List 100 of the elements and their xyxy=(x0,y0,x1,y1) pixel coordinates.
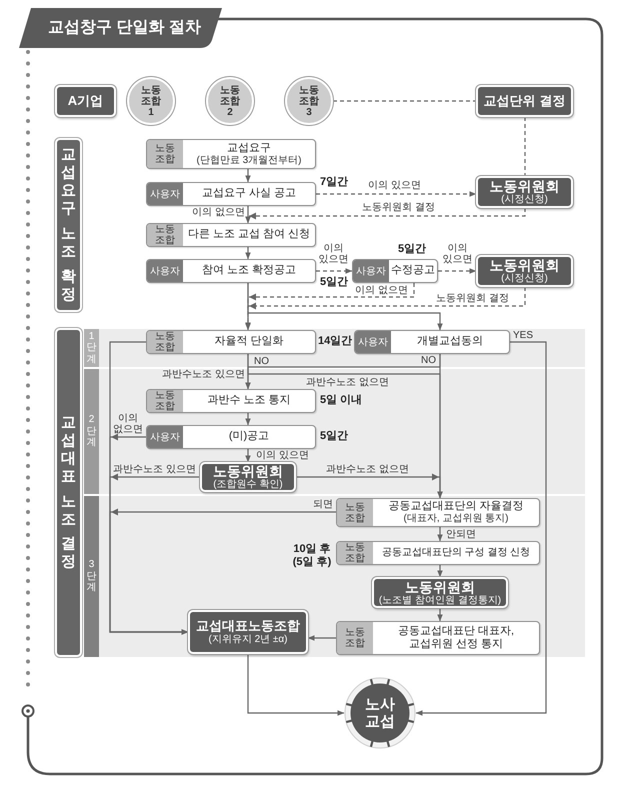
role-tag: 노동조합 xyxy=(337,542,373,564)
edge-label: 이의 없으면 xyxy=(355,285,408,296)
committee-note: (노조별 참여인원 결정통지) xyxy=(378,594,502,606)
edge-label: 노동위원회 결정 xyxy=(436,293,509,304)
stage-band xyxy=(84,329,585,367)
step-title: 자율적 단일화 xyxy=(214,335,284,349)
arrow xyxy=(245,247,251,260)
phase-bar: 교섭요구 노조 확정 xyxy=(55,138,82,312)
step-title: 개별교섭동의 xyxy=(417,335,483,349)
committee-note: (시정신청) xyxy=(501,273,548,285)
role-tag: 노동조합 xyxy=(147,390,183,412)
process-box xyxy=(336,541,540,565)
arrow xyxy=(247,654,344,716)
committee-box xyxy=(200,462,296,492)
duration-label: 5일간 xyxy=(320,276,348,289)
step-note: (단협만료 3개월전부터) xyxy=(196,154,302,166)
role-tag: 사용자 xyxy=(147,426,183,448)
arrow xyxy=(245,413,251,426)
committee-box xyxy=(188,610,308,654)
step-title: 공동교섭대표단의 구성 결정 신청 xyxy=(382,547,530,559)
union-circle: 노동조합 3 xyxy=(285,77,333,125)
decision-box: 교섭단위 결정 xyxy=(476,85,573,117)
arrow xyxy=(308,635,336,641)
edge-label: 안되면 xyxy=(446,529,476,540)
process-box xyxy=(336,621,540,655)
role-tag: 노동조합 xyxy=(337,622,373,654)
step-title: 공동교섭대표단의 자율결정 xyxy=(388,500,524,514)
role-tag: 노동조합 xyxy=(147,224,183,246)
process-box xyxy=(352,259,438,283)
duration-label: 10일 후 (5일 후) xyxy=(292,543,332,568)
arrow xyxy=(437,608,443,622)
edge-label: 과반수노조 없으면 xyxy=(306,377,389,388)
role-tag: 사용자 xyxy=(147,260,183,282)
committee-title: 교섭대표노동조합 xyxy=(196,618,300,634)
duration-label: 7일간 xyxy=(320,176,348,189)
committee-title: 노동위원회 xyxy=(490,178,560,194)
process-box xyxy=(146,425,316,449)
company-box: A기업 xyxy=(55,85,116,117)
committee-note: (지위유지 2년 ±α) xyxy=(208,634,288,646)
process-box xyxy=(146,182,316,206)
diagram-title: 교섭창구 단일화 절차 xyxy=(48,18,201,38)
committee-box xyxy=(372,577,508,608)
committee-title: 노동위원회 xyxy=(490,257,560,274)
step-title: 참여 노조 확정공고 xyxy=(202,264,296,278)
committee-note: (조합원수 확인) xyxy=(213,479,283,491)
process-box xyxy=(354,330,510,354)
step-title: (미)공고 xyxy=(228,430,270,444)
negotiation-circle: 노사 교섭 xyxy=(344,677,416,749)
arrow xyxy=(109,508,336,635)
duration-label: 14일간 xyxy=(318,335,352,348)
edge-label: YES xyxy=(513,330,534,341)
arrow xyxy=(245,449,251,462)
edge-label: 이의 있으면 xyxy=(368,180,421,191)
edge-label: 노동위원회 결정 xyxy=(362,202,435,213)
committee-box xyxy=(476,176,573,208)
step-title: 다른 노조 교섭 참여 신청 xyxy=(188,228,310,242)
edge-label: 이의 없으면 xyxy=(192,207,245,218)
edge-label: 이의 있으면 xyxy=(318,243,350,265)
step-title: 교섭요구 xyxy=(227,142,271,155)
edge-label: 과반수노조 있으면 xyxy=(113,464,196,475)
stage-label: 3단계 xyxy=(84,496,99,657)
phase-bar: 교섭대표 노조 결정 xyxy=(55,328,82,657)
stage-label: 1단계 xyxy=(84,329,99,367)
duration-label: 5일간 xyxy=(320,430,348,443)
duration-label: 5일간 xyxy=(398,243,426,256)
role-tag: 사용자 xyxy=(147,183,183,205)
process-box xyxy=(146,259,316,283)
edge-label: NO xyxy=(421,355,436,366)
committee-box xyxy=(476,255,573,287)
arrow xyxy=(245,206,251,224)
arrow xyxy=(316,191,476,197)
committee-note: (시정신청) xyxy=(501,194,548,206)
role-tag: 사용자 xyxy=(353,260,389,282)
committee-title: 노동위원회 xyxy=(213,463,283,480)
process-box xyxy=(146,330,316,354)
dashed-line xyxy=(333,100,476,102)
process-box xyxy=(336,498,540,527)
edge-label: 이의 있으면 xyxy=(442,243,474,265)
edge-label: 이의 없으면 xyxy=(112,413,144,435)
arrow xyxy=(416,341,547,716)
stage-band xyxy=(84,496,585,657)
process-box xyxy=(146,223,316,247)
role-tag: 노동조합 xyxy=(147,140,183,168)
arrow xyxy=(316,268,352,274)
step-title: 공동교섭대표단 대표자, 교섭위원 선정 통지 xyxy=(396,624,516,652)
branch-label: NO xyxy=(254,356,269,367)
step-note: (대표자, 교섭위원 통지) xyxy=(404,513,508,525)
edge-label: 이의 있으면 xyxy=(256,450,309,461)
role-tag: 사용자 xyxy=(355,331,391,353)
process-box xyxy=(146,389,316,413)
edge-label: 과반수노조 없으면 xyxy=(326,464,409,475)
duration-label: 5일 이내 xyxy=(320,394,362,407)
step-title: 교섭요구 사실 공고 xyxy=(202,187,296,201)
arrow xyxy=(437,565,443,578)
committee-title: 노동위원회 xyxy=(405,578,475,595)
union-circle: 노동조합 1 xyxy=(127,77,175,125)
dashed-line xyxy=(524,117,526,176)
process-box xyxy=(146,139,316,169)
arrow xyxy=(247,283,443,330)
stage-band xyxy=(84,369,585,494)
